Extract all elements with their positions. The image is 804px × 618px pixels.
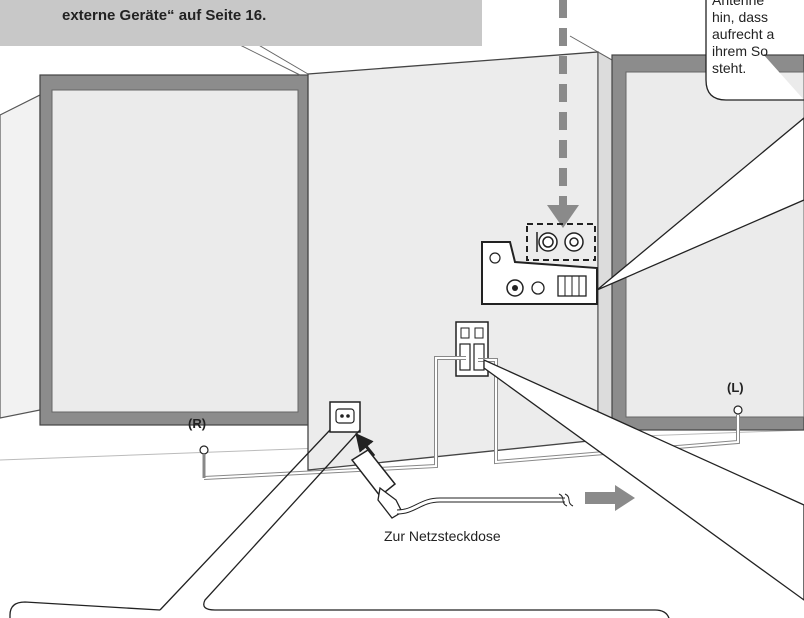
- antenna-arrow-head: [547, 205, 579, 228]
- speaker-left-unit: [611, 54, 804, 431]
- plug-insert-arrow: [355, 433, 376, 457]
- speaker-left-label: (L): [727, 380, 744, 395]
- am-antenna-terminal: [481, 241, 598, 305]
- speaker-right-unit: [0, 39, 311, 426]
- reference-note-text: externe Geräte“ auf Seite 16.: [62, 7, 267, 24]
- reference-note: externe Geräte“ auf Seite 16.: [0, 0, 482, 46]
- ac-inlet: [329, 401, 361, 433]
- antenna-hint-line: hin, dass: [712, 9, 769, 25]
- antenna-hint-bubble: [705, 0, 804, 101]
- speaker-right-label: (R): [188, 416, 207, 431]
- fm-antenna-terminal: [526, 223, 596, 261]
- speaker-terminals: [455, 321, 489, 377]
- power-cord: [396, 497, 565, 515]
- antenna-hint-line: steht.: [712, 60, 747, 76]
- antenna-hint-line: aufrecht a: [712, 26, 775, 42]
- antenna-hint-line: Antenne: [712, 0, 765, 8]
- antenna-hint-line: ihrem So: [712, 43, 769, 59]
- callout-pointer-terminals: [483, 358, 804, 601]
- outlet-direction-arrow: [585, 485, 635, 511]
- antenna-hint-text: Antenne hin, dass aufrecht a ihrem So st…: [712, 0, 804, 77]
- callout-pointer-right: [596, 117, 804, 291]
- power-plug: [350, 449, 403, 519]
- inlet-callout-bubble: [9, 601, 670, 618]
- callout-pointer-inlet: [159, 429, 655, 611]
- power-outlet-label: Zur Netzsteckdose: [384, 528, 501, 544]
